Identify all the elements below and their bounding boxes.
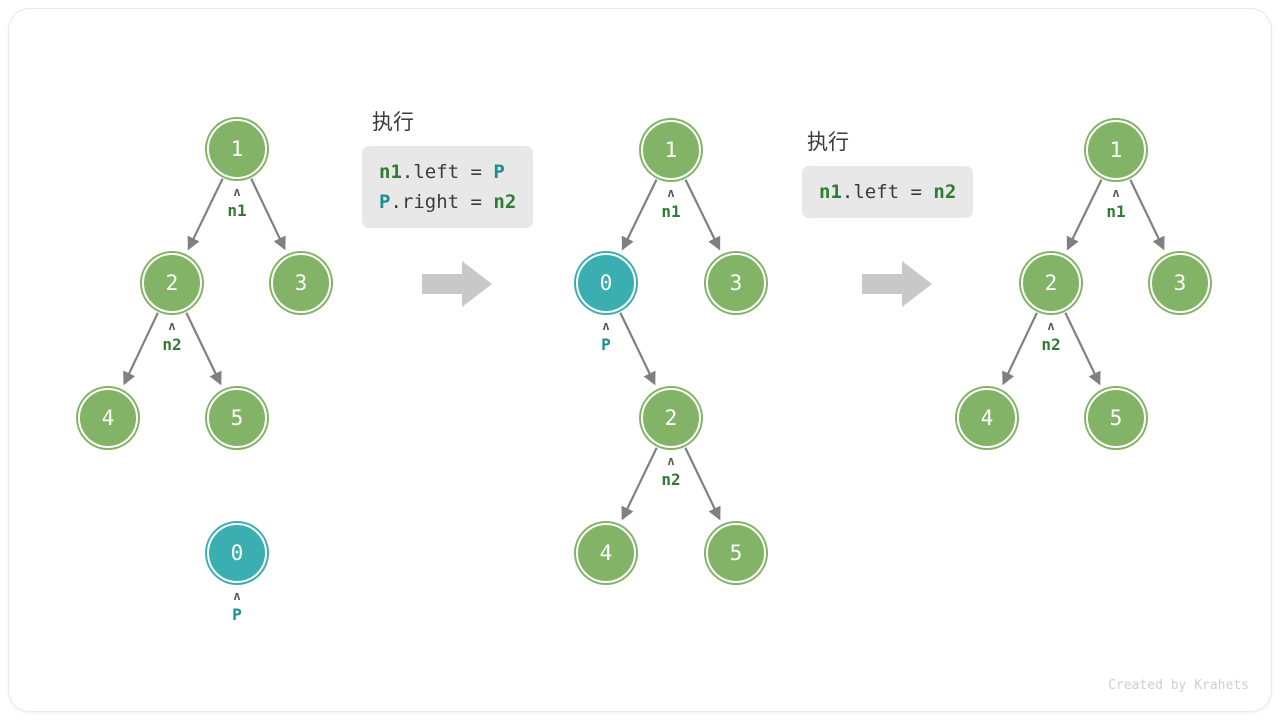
tree-node-1: 1 — [207, 119, 267, 179]
credit-text: Created by Krahets — [1108, 678, 1249, 693]
tree-node-3: 3 — [271, 253, 331, 313]
tree-edge — [619, 312, 656, 386]
code-token: n1 — [379, 161, 402, 183]
tree-edge — [684, 447, 721, 521]
tree-edge — [1002, 312, 1038, 386]
tree-edges-layer — [123, 178, 1165, 521]
tree-node-2: 2 — [641, 388, 701, 448]
tree-edge — [684, 179, 721, 251]
tree-node-3: 3 — [706, 253, 766, 313]
tree-node-1: 1 — [641, 120, 701, 180]
tree-node-1: 1 — [1086, 120, 1146, 180]
tree-node-4: 4 — [576, 523, 636, 583]
code-block-step-3: n1.left = n2 — [802, 166, 974, 218]
tree-node-3: 3 — [1150, 253, 1210, 313]
code-token: P — [493, 161, 505, 183]
code-token: .right = — [390, 191, 494, 213]
tree-node-5: 5 — [207, 388, 267, 448]
code-token: n2 — [493, 191, 517, 213]
tree-edge — [185, 312, 222, 386]
tree-edge — [621, 179, 658, 251]
tree-edge — [187, 178, 224, 251]
tree-edge — [123, 312, 159, 386]
tree-edge — [621, 447, 658, 521]
tree-node-0: 0 — [576, 253, 636, 313]
code-token: P — [379, 191, 391, 213]
code-token: .left = — [841, 181, 934, 203]
tree-edge — [1066, 179, 1103, 251]
code-token: .left = — [401, 161, 494, 183]
tree-node-4: 4 — [78, 388, 138, 448]
tree-edge — [1064, 312, 1101, 386]
step-label-2: 执行 — [807, 130, 849, 154]
tree-edge — [250, 178, 286, 251]
tree-edge — [1129, 179, 1165, 251]
tree-node-4: 4 — [957, 388, 1017, 448]
code-token: n2 — [933, 181, 957, 203]
tree-node-0: 0 — [207, 523, 267, 583]
code-token: n1 — [819, 181, 842, 203]
tree-node-2: 2 — [142, 253, 202, 313]
transition-arrow-2 — [862, 261, 932, 307]
transition-arrow-1 — [422, 261, 492, 307]
tree-node-5: 5 — [706, 523, 766, 583]
tree-node-5: 5 — [1086, 388, 1146, 448]
tree-node-2: 2 — [1021, 253, 1081, 313]
step-label-1: 执行 — [372, 110, 414, 134]
